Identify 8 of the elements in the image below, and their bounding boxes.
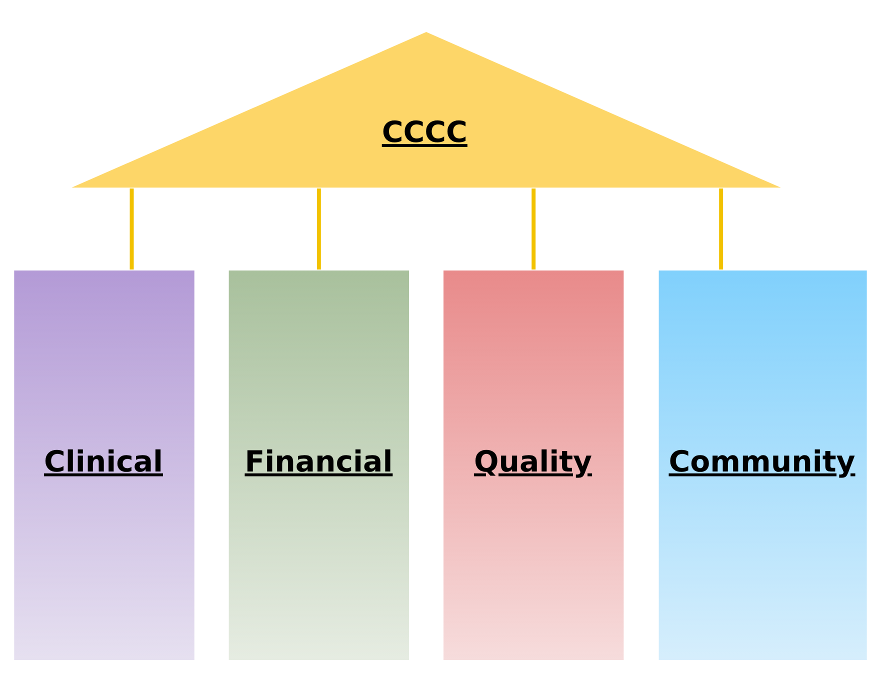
node-box: Community: [657, 268, 868, 661]
connector: [532, 188, 536, 270]
connector: [719, 188, 724, 270]
node-box: Clinical: [12, 268, 196, 661]
connector: [130, 188, 134, 270]
node-box: Quality: [442, 268, 626, 661]
connector: [316, 188, 321, 270]
node-box: Financial: [228, 268, 410, 661]
